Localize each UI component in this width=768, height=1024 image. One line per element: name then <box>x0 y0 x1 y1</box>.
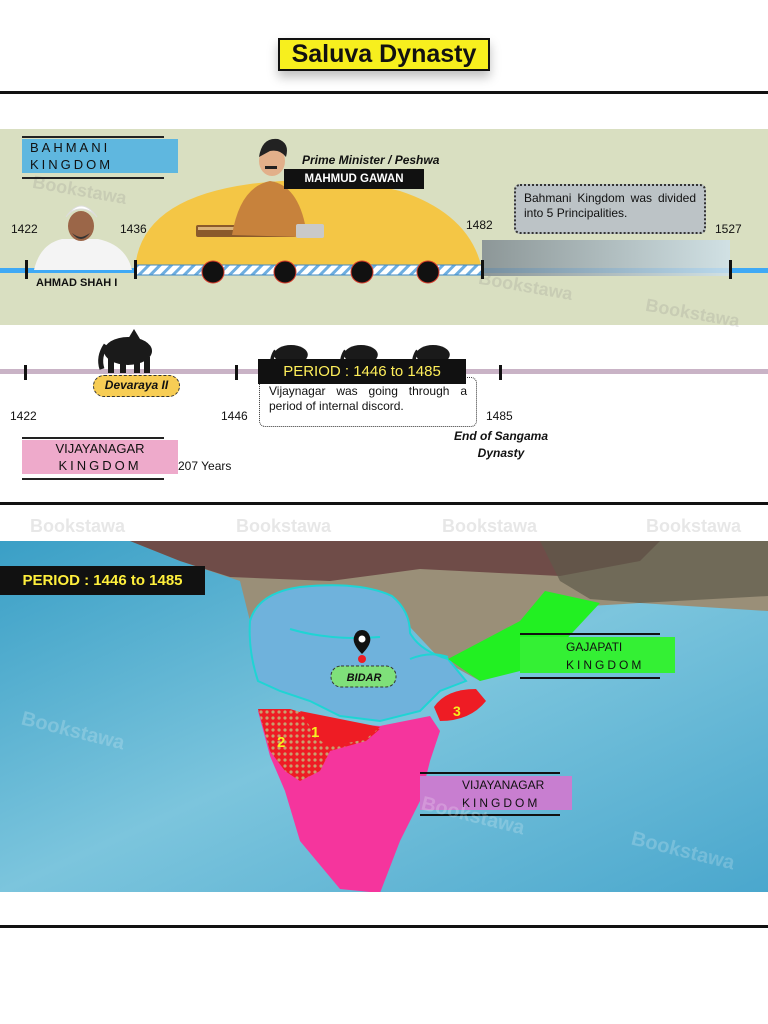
year-tick-1436 <box>134 260 137 279</box>
year-tick-1485 <box>499 365 502 380</box>
principalities-era-span <box>482 240 730 276</box>
gajapati-kingdom-region <box>448 591 600 681</box>
mahmud-gawan-tag: MAHMUD GAWAN <box>284 169 424 189</box>
watermark-logo: Bookstawa <box>236 516 332 536</box>
bidar-label-box <box>330 665 397 688</box>
south-india-map: 1 2 3 BIDAR <box>0 541 768 892</box>
bahmani-kingdom-region <box>248 584 468 723</box>
watermark-logo: Bookstawa <box>646 516 742 536</box>
vijayanagar-box-top-line <box>22 437 164 439</box>
river-line <box>409 653 449 660</box>
vijayanagar-discord-note: Vijaynagar was going through a period of… <box>259 377 477 427</box>
timeline-dot <box>416 260 440 284</box>
map-pin-icon <box>353 630 371 663</box>
bahmani-timeline-graphic <box>0 138 768 284</box>
vijayanagar-kingdom-title: VIJAYANAGAR <box>55 441 145 456</box>
year-label-1527: 1527 <box>715 222 742 236</box>
ahmad-shah-portrait <box>34 205 132 270</box>
vijayanagar-period-tag: PERIOD : 1446 to 1485 <box>258 359 466 384</box>
map-vijay-kingdom-subtitle: KINGDOM <box>462 796 541 810</box>
vijayanagar-box-bottom-line <box>22 478 164 480</box>
watermark-logo: Bookstawa <box>30 516 126 536</box>
bahmani-box-top-line <box>22 136 164 138</box>
ruler-label-devaraya: Devaraya II <box>93 375 180 397</box>
gajapati-kingdom-subtitle: KINGDOM <box>566 658 645 672</box>
elephant-emblem-icon <box>98 329 152 373</box>
prime-minister-caption: Prime Minister / Peshwa <box>302 153 440 167</box>
page-title: Saluva Dynasty <box>278 38 490 71</box>
year-label-1422: 1422 <box>10 409 37 423</box>
timeline-dot <box>201 260 225 284</box>
year-tick-1422 <box>24 365 27 380</box>
year-label-1436: 1436 <box>120 222 147 236</box>
watermark-logo: Bookstawa <box>442 516 538 536</box>
region-number-1: 1 <box>311 724 319 741</box>
gajapati-kingdom-title: GAJAPATI <box>566 640 623 654</box>
bahmani-kingdom-title: BAHMANI <box>30 140 111 155</box>
region-number-3: 3 <box>453 703 461 719</box>
map-vijay-kingdom-title: VIJAYANAGAR <box>462 778 545 792</box>
principality-region-1-solid <box>300 711 380 747</box>
bahmani-kingdom-box: BAHMANI KINGDOM <box>22 139 178 173</box>
year-tick-1482 <box>481 260 484 279</box>
divider-bottom <box>0 925 768 928</box>
bahmani-box-bottom-line <box>22 177 164 179</box>
year-tick-1446 <box>235 365 238 380</box>
vijayanagar-duration: 207 Years <box>178 459 232 473</box>
region-number-2: 2 <box>277 734 285 751</box>
end-of-sangama-line1: End of Sangama <box>453 429 548 443</box>
bidar-label: BIDAR <box>347 672 382 684</box>
end-of-sangama-line2: Dynasty <box>477 446 525 460</box>
vijayanagar-kingdom-box: VIJAYANAGAR KINGDOM <box>22 440 178 474</box>
mahmud-gawan-portrait <box>196 138 324 238</box>
year-label-1422: 1422 <box>11 222 38 236</box>
bahmani-kingdom-subtitle: KINGDOM <box>30 157 114 172</box>
landmass-north-dark <box>130 541 660 581</box>
year-label-1446: 1446 <box>221 409 248 423</box>
divider-top <box>0 91 768 94</box>
year-label-1482: 1482 <box>466 218 493 232</box>
landmass-east <box>540 541 768 603</box>
year-label-1485: 1485 <box>486 409 513 423</box>
end-of-sangama-label: End of Sangama Dynasty <box>450 428 552 462</box>
ruler-label-ahmad-shah: AHMAD SHAH I <box>36 277 118 289</box>
timeline-dot <box>350 260 374 284</box>
vijayanagar-kingdom-subtitle: KINGDOM <box>58 458 142 473</box>
map-period-tag: PERIOD : 1446 to 1485 <box>0 566 205 595</box>
divider-middle <box>0 502 768 505</box>
year-tick-1527 <box>729 260 732 279</box>
principality-region-3 <box>434 689 486 721</box>
bahmani-division-note: Bahmani Kingdom was divided into 5 Princ… <box>514 184 706 234</box>
timeline-dot <box>273 260 297 284</box>
map-vijay-kingdom-box <box>420 776 572 810</box>
year-tick-1422 <box>25 260 28 279</box>
gajapati-kingdom-box <box>520 637 675 673</box>
